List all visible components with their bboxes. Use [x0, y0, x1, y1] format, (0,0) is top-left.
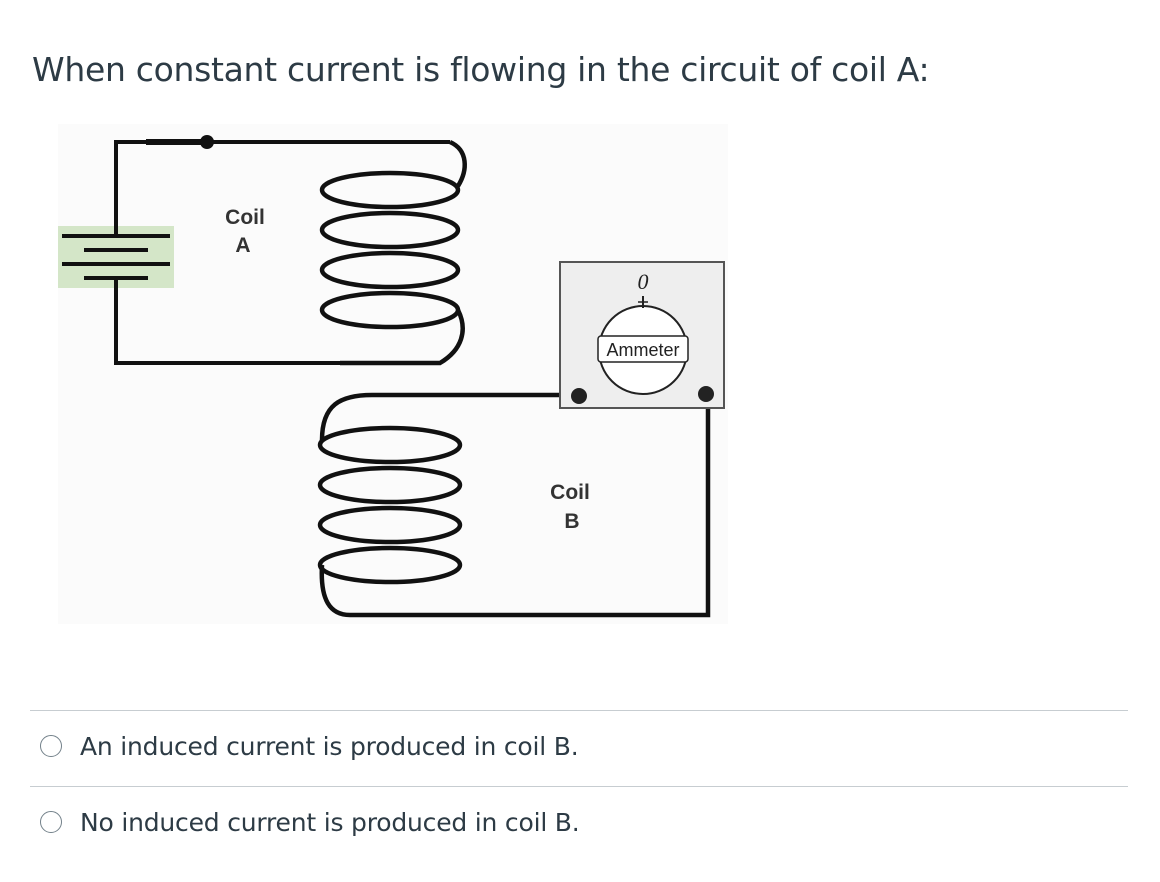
- coil-a-label-line1: Coil: [225, 206, 265, 229]
- radio-button[interactable]: [40, 735, 62, 757]
- switch-terminal-icon: [200, 135, 214, 149]
- answer-option-induced[interactable]: An induced current is produced in coil B…: [40, 726, 579, 766]
- coil-b-label-line2: B: [564, 510, 579, 533]
- ammeter-label: Ammeter: [606, 340, 679, 360]
- answer-label: An induced current is produced in coil B…: [80, 731, 579, 761]
- coil-a-icon: [319, 139, 467, 366]
- answer-label: No induced current is produced in coil B…: [80, 807, 580, 837]
- question-title: When constant current is flowing in the …: [32, 50, 930, 89]
- coil-b-label-line1: Coil: [550, 481, 590, 504]
- coil-a-label-line2: A: [235, 234, 250, 257]
- radio-button[interactable]: [40, 811, 62, 833]
- answer-option-no-induced[interactable]: No induced current is produced in coil B…: [40, 802, 580, 842]
- answer-divider: [30, 786, 1128, 787]
- coil-a-circuit-wire: [114, 139, 450, 365]
- ammeter-terminal-left-icon: [571, 388, 587, 404]
- ammeter-terminal-right-icon: [698, 386, 714, 402]
- diagram-background: [58, 124, 728, 624]
- ammeter-icon: [559, 261, 725, 409]
- battery-icon: [58, 226, 174, 288]
- ammeter-reading: 0: [638, 269, 649, 294]
- coil-b-icon: [317, 392, 711, 618]
- answer-divider: [30, 710, 1128, 711]
